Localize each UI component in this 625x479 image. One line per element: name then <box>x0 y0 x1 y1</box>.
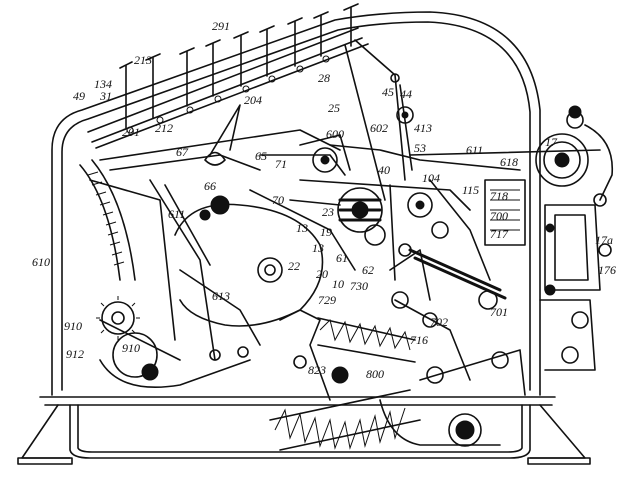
label-66: 66 <box>204 179 216 193</box>
label-53: 53 <box>414 141 426 155</box>
label-291: 291 <box>212 19 230 33</box>
label-45: 45 <box>382 85 394 99</box>
center-mechanism <box>249 179 491 281</box>
label-729: 729 <box>318 293 336 307</box>
label-910-left: 910 <box>64 319 82 333</box>
label-31: 31 <box>99 89 112 103</box>
right-drum <box>535 105 614 371</box>
label-716: 716 <box>410 333 428 347</box>
label-20: 20 <box>316 267 328 281</box>
label-702: 702 <box>430 315 448 329</box>
label-134: 134 <box>94 77 112 91</box>
label-23: 23 <box>322 205 334 219</box>
label-201: 201 <box>122 125 140 139</box>
label-611-top: 611 <box>466 143 483 157</box>
outer-housing <box>17 11 591 465</box>
label-730: 730 <box>350 279 368 293</box>
label-40: 40 <box>378 163 390 177</box>
cam-plate <box>149 179 324 361</box>
label-823: 823 <box>308 363 326 377</box>
label-600: 600 <box>326 127 344 141</box>
label-62: 62 <box>362 263 374 277</box>
label-800: 800 <box>366 367 384 381</box>
label-701: 701 <box>490 305 508 319</box>
label-19: 19 <box>320 225 332 239</box>
label-22: 22 <box>288 259 300 273</box>
label-213: 213 <box>134 53 152 67</box>
upper-linkages <box>99 39 601 201</box>
label-717: 717 <box>490 227 509 241</box>
label-61: 61 <box>336 251 348 265</box>
toothed-sector <box>79 159 181 361</box>
label-13-lower: 13 <box>312 241 324 255</box>
label-718: 718 <box>490 189 508 203</box>
label-44: 44 <box>400 87 412 101</box>
label-13-upper: 13 <box>296 221 308 235</box>
label-25: 25 <box>328 101 340 115</box>
right-rack <box>484 179 526 246</box>
label-610: 610 <box>32 255 50 269</box>
lower-left-gears <box>96 296 251 388</box>
label-10: 10 <box>332 277 344 291</box>
label-912: 912 <box>66 347 84 361</box>
key-stems <box>119 3 359 129</box>
lower-components <box>279 290 526 447</box>
label-602: 602 <box>370 121 388 135</box>
reference-labels: 291 213 134 49 31 201 212 204 28 25 45 6… <box>32 19 616 381</box>
label-67: 67 <box>176 145 189 159</box>
key-bar-holes <box>126 55 330 134</box>
label-176: 176 <box>598 263 616 277</box>
label-618: 618 <box>500 155 518 169</box>
label-611-left: 611 <box>168 207 185 221</box>
label-17a: 17a <box>595 233 613 247</box>
label-28: 28 <box>318 71 330 85</box>
label-413: 413 <box>414 121 432 135</box>
label-70: 70 <box>272 193 284 207</box>
key-bar <box>87 27 369 149</box>
label-49: 49 <box>73 89 85 103</box>
label-212: 212 <box>155 121 173 135</box>
label-71: 71 <box>275 157 287 171</box>
label-910-right: 910 <box>122 341 140 355</box>
label-613: 613 <box>212 289 230 303</box>
label-700: 700 <box>490 209 508 223</box>
label-65: 65 <box>255 149 267 163</box>
label-115: 115 <box>462 183 479 197</box>
label-104: 104 <box>422 171 440 185</box>
label-17: 17 <box>545 135 558 149</box>
label-204: 204 <box>244 93 262 107</box>
